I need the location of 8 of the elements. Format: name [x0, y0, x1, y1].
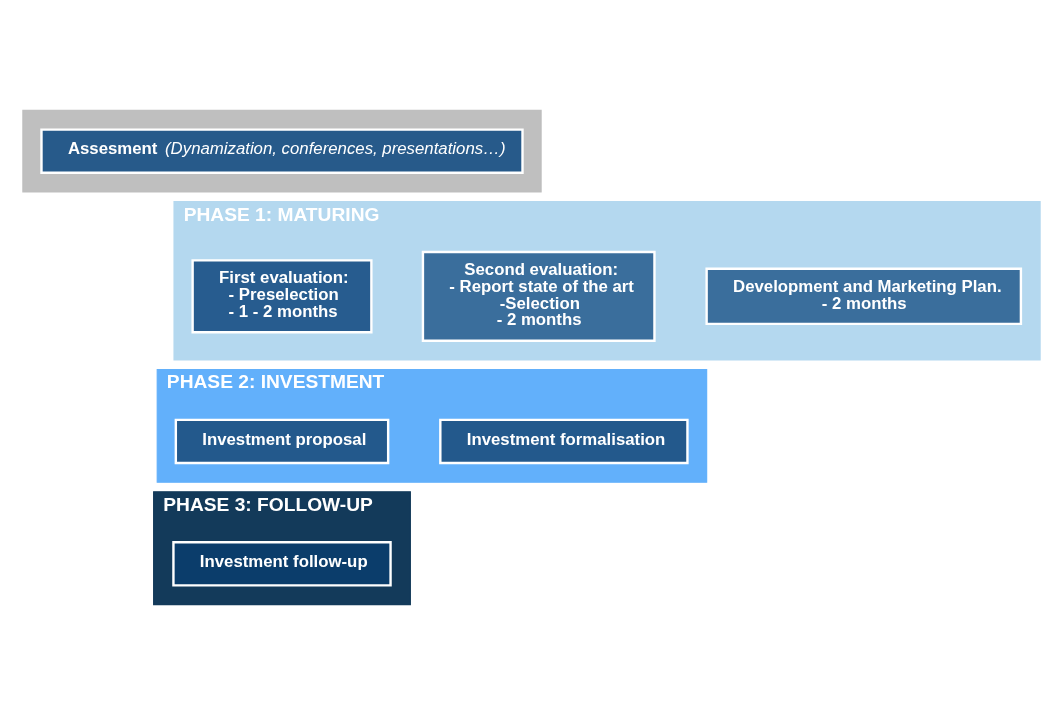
- node-box: Investment formalisation: [439, 418, 689, 465]
- cluster: [22, 109, 542, 193]
- node-box: Assesment (Dynamization, conferences, presentations…): [40, 128, 524, 174]
- node-box: Investment follow-up: [172, 541, 392, 587]
- node-box: First evaluation: - Preselection - 1 - 2 months: [191, 259, 373, 334]
- node-box: Second evaluation: - Report state of the art -Selection - 2 months: [421, 250, 656, 342]
- node-box: Investment proposal: [174, 418, 390, 465]
- node-box: Development and Marketing Plan. - 2 months: [705, 267, 1023, 326]
